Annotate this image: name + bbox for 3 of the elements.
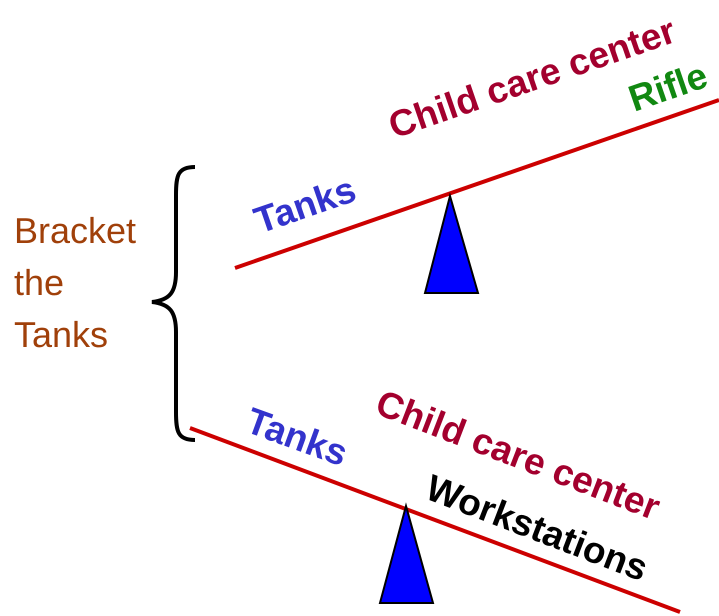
- beam-label: Tanks: [250, 170, 360, 240]
- caption-text: Bracket the Tanks: [14, 209, 138, 357]
- beam-label: Tanks: [242, 402, 352, 472]
